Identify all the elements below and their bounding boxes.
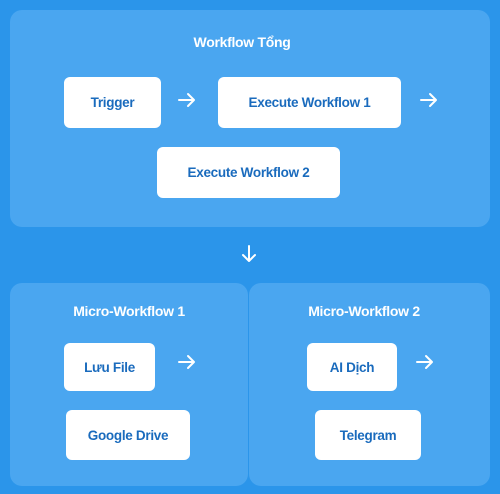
arrow-right-icon [177,352,197,372]
execute-workflow-2-node[interactable]: Execute Workflow 2 [157,147,340,198]
arrow-down-icon [239,244,259,264]
save-file-node[interactable]: Lưu File [64,343,155,391]
micro-workflow-1-title: Micro-Workflow 1 [73,303,185,319]
main-workflow-title: Workflow Tổng [193,34,291,50]
micro-workflow-2-title: Micro-Workflow 2 [308,303,420,319]
execute-workflow-1-node[interactable]: Execute Workflow 1 [218,77,401,128]
arrow-right-icon [177,90,197,110]
google-drive-node[interactable]: Google Drive [66,410,190,460]
telegram-node[interactable]: Telegram [315,410,421,460]
ai-translate-node[interactable]: AI Dịch [307,343,397,391]
arrow-right-icon [419,90,439,110]
trigger-node[interactable]: Trigger [64,77,161,128]
arrow-right-icon [415,352,435,372]
